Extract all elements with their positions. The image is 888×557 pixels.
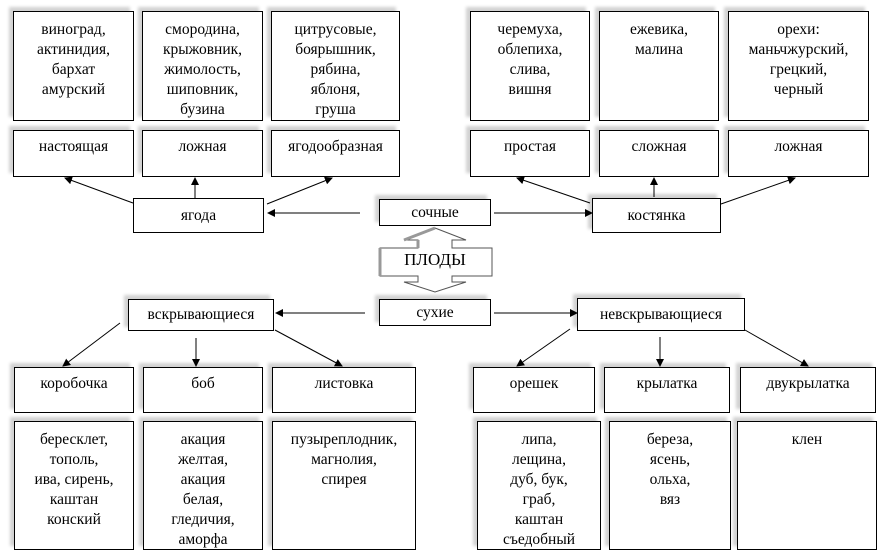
dry-node: сухие bbox=[379, 299, 491, 326]
examples-text: пузыреплодник, магнолия, спирея bbox=[290, 431, 398, 488]
examples-text: клен bbox=[791, 431, 823, 448]
type-label: двукрылатка bbox=[766, 375, 850, 392]
capsule-examples: бересклет, тополь, ива, сирень, каштан к… bbox=[14, 421, 134, 550]
type-label: сложная bbox=[631, 138, 687, 155]
drupe-false-examples: орехи: маньчжурский, грецкий, черный bbox=[728, 11, 869, 121]
berry-false-examples: смородина, крыжовник, жимолость, шиповни… bbox=[142, 11, 263, 121]
type-label: боб bbox=[191, 375, 215, 392]
drupe-node: костянка bbox=[592, 198, 721, 233]
follicle-examples: пузыреплодник, магнолия, спирея bbox=[272, 421, 416, 550]
berry-type-false: ложная bbox=[142, 130, 263, 177]
berry-node: ягода bbox=[133, 198, 264, 233]
legume-examples: акация желтая, акация белая, гледичия, а… bbox=[143, 421, 263, 550]
nutlet-examples: липа, лещина, дуб, бук, граб, каштан съе… bbox=[477, 421, 601, 550]
examples-text: акация желтая, акация белая, гледичия, а… bbox=[171, 431, 235, 548]
indehiscent-type-samara: крылатка bbox=[604, 367, 730, 413]
drupe-type-false: ложная bbox=[728, 130, 869, 177]
indehiscent-type-double-samara: двукрылатка bbox=[740, 367, 876, 413]
examples-text: бересклет, тополь, ива, сирень, каштан к… bbox=[34, 431, 114, 528]
examples-text: цитрусовые, боярышник, рябина, яблоня, г… bbox=[294, 21, 377, 118]
type-label: ложная bbox=[774, 138, 823, 155]
examples-text: орехи: маньчжурский, грецкий, черный bbox=[748, 21, 849, 98]
berry-type-true: настоящая bbox=[13, 130, 134, 177]
indehiscent-label: невскрывающиеся bbox=[599, 305, 723, 323]
fruits-root-node: ПЛОДЫ bbox=[376, 226, 494, 294]
type-label: листовка bbox=[314, 375, 374, 392]
drupe-type-compound: сложная bbox=[599, 130, 719, 177]
arrow-drupe-to-simple bbox=[516, 176, 591, 204]
arrow-drupe-to-false bbox=[720, 176, 796, 205]
type-label: настоящая bbox=[38, 138, 109, 155]
fruits-root-label: ПЛОДЫ bbox=[404, 250, 466, 269]
berry-berrylike-examples: цитрусовые, боярышник, рябина, яблоня, г… bbox=[271, 11, 400, 121]
double-samara-examples: клен bbox=[737, 421, 877, 550]
type-label: ягодообразная bbox=[288, 138, 383, 155]
arrow-indehiscent-to-nutlet bbox=[516, 328, 571, 367]
dehiscent-node: вскрывающиеся bbox=[128, 299, 274, 331]
examples-text: смородина, крыжовник, жимолость, шиповни… bbox=[162, 21, 243, 118]
dehiscent-type-legume: боб bbox=[143, 367, 263, 413]
drupe-type-simple: простая bbox=[470, 130, 590, 177]
drupe-simple-examples: черемуха, облепиха, слива, вишня bbox=[470, 11, 590, 121]
berry-type-berrylike: ягодообразная bbox=[271, 130, 400, 177]
dehiscent-type-follicle: листовка bbox=[272, 367, 416, 413]
dry-label: сухие bbox=[416, 303, 454, 321]
juicy-node: сочные bbox=[379, 199, 491, 226]
indehiscent-node: невскрывающиеся bbox=[577, 298, 745, 331]
examples-text: виноград, актинидия, бархат амурский bbox=[36, 21, 111, 98]
dehiscent-type-capsule: коробочка bbox=[14, 367, 134, 413]
examples-text: береза, ясень, ольха, вяз bbox=[646, 431, 694, 508]
type-label: коробочка bbox=[40, 375, 108, 392]
indehiscent-type-nutlet: орешек bbox=[473, 367, 595, 413]
drupe-compound-examples: ежевика, малина bbox=[599, 11, 719, 121]
samara-examples: береза, ясень, ольха, вяз bbox=[609, 421, 731, 550]
arrow-berry-to-berrylike bbox=[266, 176, 333, 205]
arrow-berry-to-true bbox=[64, 176, 134, 204]
double-arrow-shape bbox=[378, 226, 493, 293]
drupe-label: костянка bbox=[627, 206, 686, 224]
examples-text: ежевика, малина bbox=[630, 21, 688, 58]
arrow-indehiscent-to-double-samara bbox=[744, 329, 809, 367]
dehiscent-label: вскрывающиеся bbox=[147, 306, 255, 323]
berry-label: ягода bbox=[180, 206, 217, 224]
berry-true-examples: виноград, актинидия, бархат амурский bbox=[13, 11, 134, 121]
juicy-label: сочные bbox=[411, 203, 459, 221]
type-label: орешек bbox=[509, 375, 559, 392]
type-label: крылатка bbox=[636, 375, 698, 392]
examples-text: черемуха, облепиха, слива, вишня bbox=[497, 21, 563, 98]
arrow-dehiscent-to-capsule bbox=[62, 322, 121, 367]
type-label: простая bbox=[503, 138, 557, 155]
type-label: ложная bbox=[178, 138, 227, 155]
arrow-dehiscent-to-follicle bbox=[274, 329, 343, 367]
examples-text: липа, лещина, дуб, бук, граб, каштан съе… bbox=[502, 431, 576, 548]
